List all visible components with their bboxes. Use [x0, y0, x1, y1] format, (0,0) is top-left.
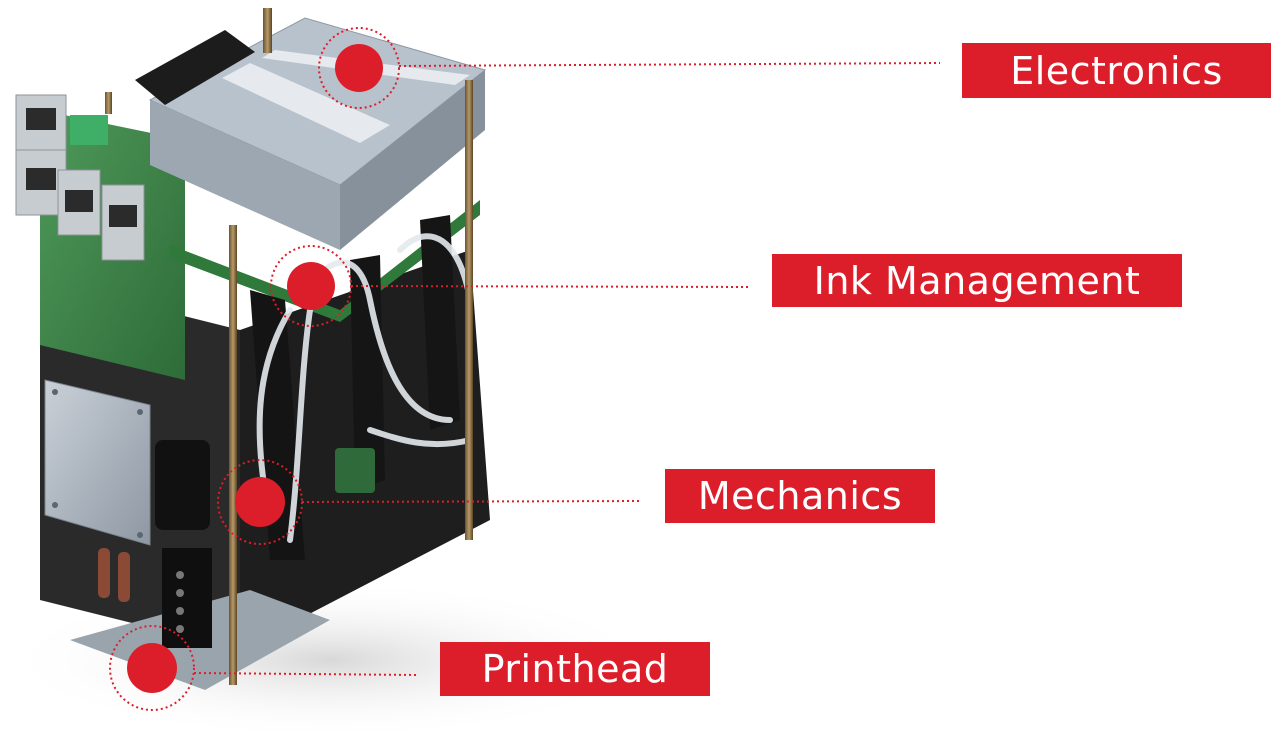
capacitor-left [98, 548, 110, 598]
leader-line [398, 62, 941, 67]
callout-electronics [318, 27, 941, 109]
lower-connector-block [162, 548, 212, 648]
label-electronics: Electronics [962, 43, 1271, 98]
top-strap-1 [222, 63, 390, 143]
printhead-module-illustration [15, 8, 490, 690]
frame-bracket-1 [250, 290, 305, 560]
brass-standoff-top [263, 8, 272, 53]
callout-dot [335, 44, 383, 92]
callout-dot [127, 643, 177, 693]
electronics-front [150, 100, 340, 250]
callout-mechanics [217, 459, 643, 545]
side-block [155, 440, 210, 530]
frame-bracket-3 [420, 215, 460, 430]
callout-printhead [109, 625, 419, 711]
label-printhead: Printhead [440, 642, 710, 696]
leader-line [193, 672, 419, 676]
connector-pins [176, 571, 184, 633]
brass-rod-left [229, 225, 237, 685]
callout-ring [109, 625, 195, 711]
callout-ink-management [270, 245, 749, 327]
top-connector [135, 30, 255, 105]
green-sensor [335, 448, 375, 493]
pcb-layer [170, 200, 480, 322]
callout-dot [235, 477, 285, 527]
label-mechanics: Mechanics [665, 469, 935, 523]
green-terminal [70, 115, 108, 145]
callout-ring [318, 27, 400, 109]
electronics-right [340, 70, 485, 250]
brass-standoff-small [105, 92, 112, 114]
rj45-ports [15, 94, 145, 261]
leader-line [301, 500, 643, 503]
capacitor-right [118, 552, 130, 602]
label-ink-management: Ink Management [772, 254, 1182, 307]
brass-rod-right [465, 80, 473, 540]
cover-screws [52, 389, 143, 538]
leader-line [350, 285, 749, 288]
side-metal-cover [44, 379, 151, 546]
callout-dot [287, 262, 335, 310]
